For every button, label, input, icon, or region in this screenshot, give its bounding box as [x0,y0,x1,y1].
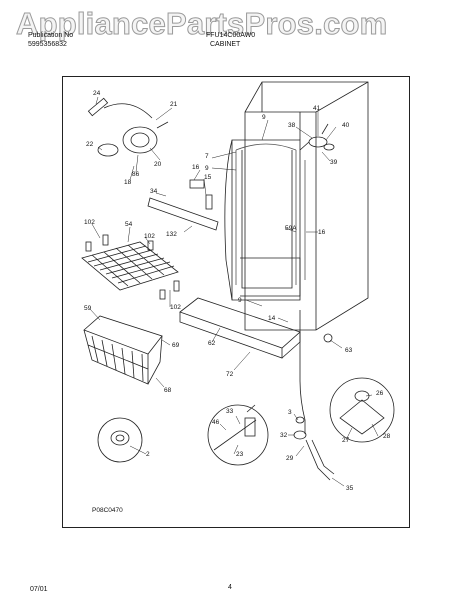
part-number-label: 34 [150,188,158,195]
part-number-label: 14 [268,315,276,322]
part-number-label: 41 [313,105,321,112]
part-number-label: 23 [236,451,244,458]
figure-code: P08C0470 [92,507,123,514]
part-number-label: 24 [93,90,101,97]
cabinet-body [224,81,369,331]
part-number-label: 40 [342,122,350,129]
footer-page-number: 4 [228,584,232,591]
part-number-label: 21 [170,101,178,108]
part-number-label: 9 [238,297,242,304]
publication-number: 5995356832 [28,41,67,48]
drain-fittings [293,416,307,440]
part-number-label: 22 [86,141,94,148]
part-number-label: 68 [164,387,172,394]
detail-circle-drain-fitting [97,417,143,463]
part-number-label: 18 [124,179,132,186]
drain-tube [299,310,335,481]
leader-lines [89,96,379,487]
part-number-label: 62 [208,340,216,347]
detail-circle-left [207,404,269,466]
shelf-front-bar [147,197,219,231]
part-number-label: 63 [345,347,353,354]
part-number-label: 102 [84,219,95,226]
section-title: CABINET [210,41,241,48]
part-number-label: 26 [376,390,384,397]
part-number-label: 59 [84,305,92,312]
part-number-label: 2 [146,451,150,458]
diagram-frame [62,76,410,528]
light-assembly [87,97,169,157]
part-number-label: 15 [204,174,212,181]
part-number-label: 16 [192,164,200,171]
part-number-label: 38 [288,122,296,129]
part-number-label: 39 [330,159,338,166]
part-number-label: 29 [286,455,294,462]
model-number: FFU14C00AW0 [206,32,256,39]
watermark: AppliancePartsPros.com [15,6,388,42]
part-number-label: 132 [166,231,177,238]
part-number-label: 7 [205,153,209,160]
leveling-foot [323,333,333,343]
footer-date: 07/01 [30,586,48,593]
thermostat-assembly [299,123,335,151]
part-number-label: 69 [172,342,180,349]
part-number-label: 27 [342,437,350,444]
part-number-label: 54 [125,221,133,228]
part-number-label: 3 [288,409,292,416]
detail-circle-right [329,377,395,443]
shelf-pegs [85,234,180,300]
part-number-label: 59A [285,225,297,232]
part-number-label: 86 [132,171,140,178]
part-number-label: 102 [170,304,181,311]
publication-label: Publication No [28,32,74,39]
part-number-label: 32 [280,432,288,439]
part-number-label: 72 [226,371,234,378]
part-number-label: 16 [318,229,326,236]
part-number-label: 35 [346,485,354,492]
part-number-label: 9 [262,114,266,121]
part-number-label: 33 [226,408,234,415]
wire-basket [83,315,163,385]
coil-lines [235,143,306,285]
part-number-label: 9 [205,165,209,172]
upper-hinge [189,179,213,210]
wire-shelf [81,241,179,291]
part-number-label: 46 [212,419,220,426]
part-number-label: 28 [383,433,391,440]
part-number-label: 102 [144,233,155,240]
part-number-label: 20 [154,161,162,168]
bottom-rail [179,297,301,359]
